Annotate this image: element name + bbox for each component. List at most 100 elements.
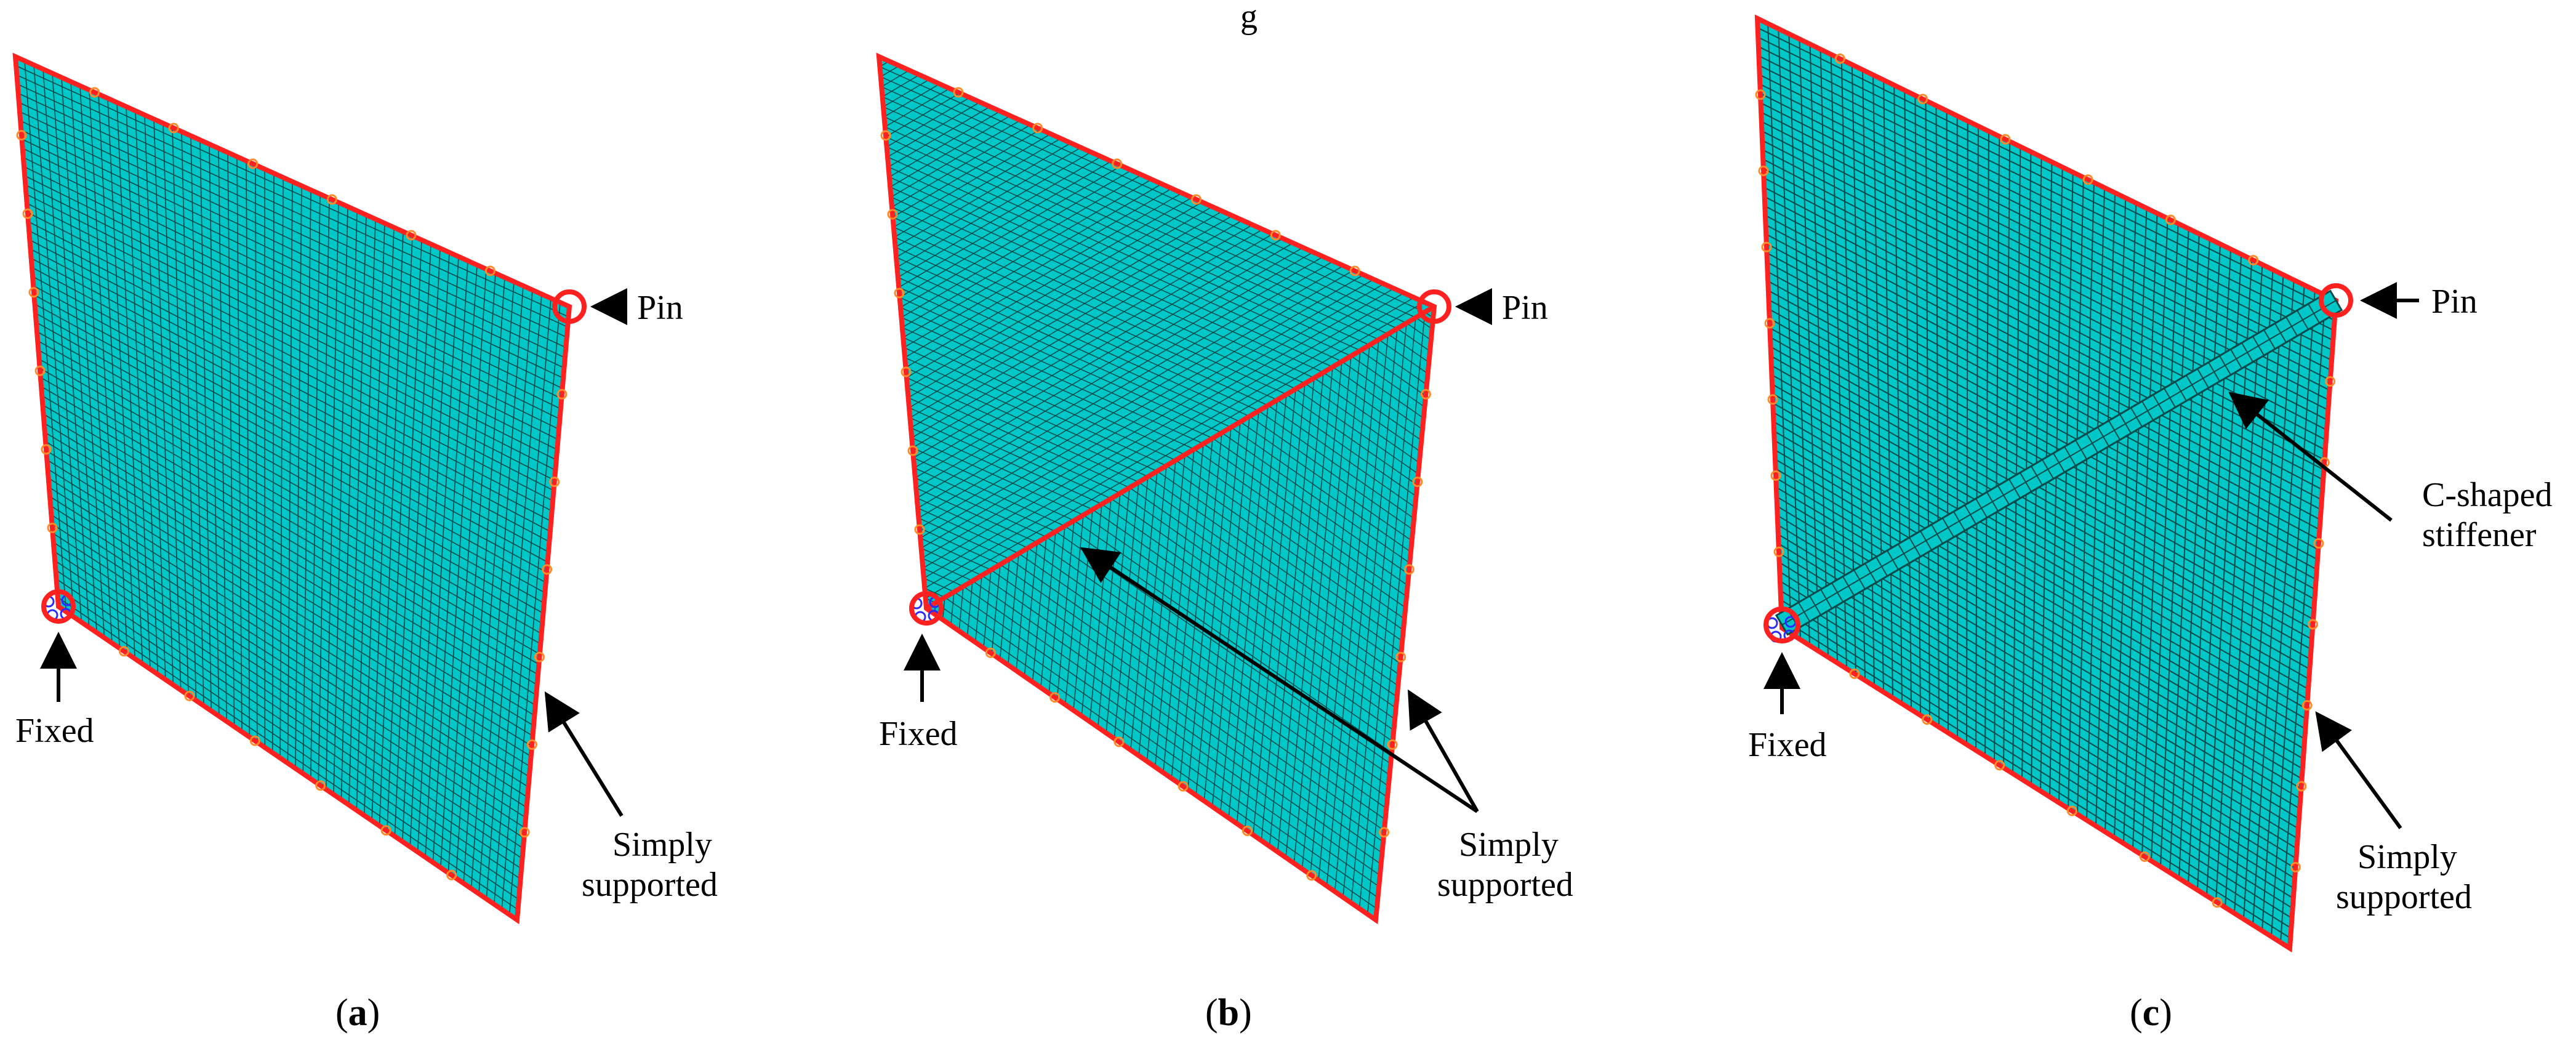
support-marker (315, 780, 326, 791)
mesh-line (48, 477, 530, 778)
mesh-line (24, 175, 558, 440)
mesh-line (1767, 23, 1792, 634)
mesh-line (1771, 364, 2310, 670)
mesh-line (31, 267, 550, 542)
mesh-line (1780, 580, 2294, 899)
mesh-line (1775, 458, 2303, 770)
mesh-line (1935, 105, 1940, 727)
top-title-fragment: g (1240, 0, 1258, 36)
plate-b-diagonal (925, 304, 1436, 611)
mesh-line (1253, 389, 1296, 836)
mesh-line (917, 260, 1334, 509)
mesh-line (1778, 552, 2296, 869)
mesh-line (1240, 421, 1413, 541)
mesh-line (1350, 323, 1407, 903)
mesh-line (1780, 590, 2293, 909)
support-marker (22, 208, 33, 219)
support-marker (1403, 564, 1414, 575)
support-marker (380, 825, 391, 836)
support-marker (484, 265, 496, 276)
mesh-line (1763, 187, 2324, 481)
mesh-line (2068, 177, 2084, 809)
mesh-line (1064, 515, 1084, 705)
mesh-line (883, 106, 1389, 335)
pin-circle-c (2319, 283, 2353, 318)
mesh-line (2252, 280, 2295, 925)
pin-label-a: Pin (637, 289, 683, 327)
mesh-line (2095, 193, 2116, 826)
mesh-line (935, 602, 1378, 909)
support-marker (41, 444, 52, 455)
mesh-line (1768, 299, 2315, 600)
mesh-line (1925, 100, 1930, 722)
mesh-line (888, 106, 990, 167)
support-marker (28, 287, 39, 298)
mesh-line (45, 441, 533, 736)
support-marker (249, 735, 260, 746)
mesh-line (1314, 377, 1421, 453)
mesh-line (1147, 476, 1402, 653)
mesh-line (1027, 547, 1388, 798)
mesh-line (882, 96, 1398, 329)
mesh-line (891, 206, 1296, 390)
mesh-line (2243, 275, 2284, 919)
mesh-line (54, 551, 523, 860)
mesh-line (1258, 410, 1414, 519)
mesh-line (999, 558, 1010, 659)
mesh-line (18, 92, 566, 348)
mesh-line (2021, 151, 2032, 779)
mesh-line (1016, 547, 1029, 671)
mesh-line (2261, 284, 2305, 931)
mesh-line (1301, 356, 1352, 869)
mesh-line (1893, 85, 1903, 704)
fixed-label-b: Fixed (879, 715, 958, 753)
mesh-line (917, 256, 1323, 499)
mesh-line (911, 437, 1084, 516)
mesh-line (1000, 564, 1385, 831)
mesh-line (1773, 411, 2306, 720)
mesh-line (1779, 571, 2295, 889)
mesh-line (920, 538, 992, 571)
mesh-line (22, 148, 561, 409)
mesh-line (33, 285, 548, 563)
support-marker (2296, 781, 2307, 792)
mesh-line (1018, 553, 1387, 809)
support-marker (1773, 546, 1784, 557)
mesh-line (1772, 402, 2308, 710)
mesh-line (897, 151, 1091, 268)
support-marker (894, 288, 905, 299)
mesh-line (885, 126, 1370, 346)
mesh-line (898, 161, 1112, 288)
mesh-line (880, 76, 1416, 318)
mesh-line (1774, 449, 2304, 760)
caption-c: (c) (2130, 992, 2172, 1034)
mesh-line (32, 276, 549, 553)
support-marker (880, 130, 891, 141)
support-marker (1395, 651, 1406, 662)
support-marker (1764, 318, 1775, 329)
simply-arrow-c (2315, 711, 2402, 829)
support-marker (1767, 394, 1778, 405)
support-marker (1922, 714, 1933, 725)
mesh-line (881, 70, 910, 87)
mesh-line (907, 206, 1213, 389)
mesh-line (923, 288, 1394, 569)
mesh-line (1236, 400, 1278, 824)
mesh-line (1774, 440, 2305, 750)
pin-circle-b (1417, 289, 1451, 324)
mesh-line (37, 340, 543, 624)
mesh-line (1759, 74, 2332, 361)
mesh-line (26, 193, 557, 461)
mesh-line (1073, 520, 1394, 742)
mesh-line (897, 276, 1232, 428)
mesh-line (963, 586, 1381, 876)
mesh-line (44, 432, 534, 727)
mesh-line (23, 156, 560, 420)
support-marker (914, 524, 925, 535)
mesh-line (921, 283, 1384, 559)
mesh-line (1184, 454, 1406, 608)
support-marker (556, 389, 568, 400)
mesh-line (1342, 328, 1398, 898)
mesh-line (990, 569, 1384, 842)
mesh-line (891, 124, 1031, 208)
